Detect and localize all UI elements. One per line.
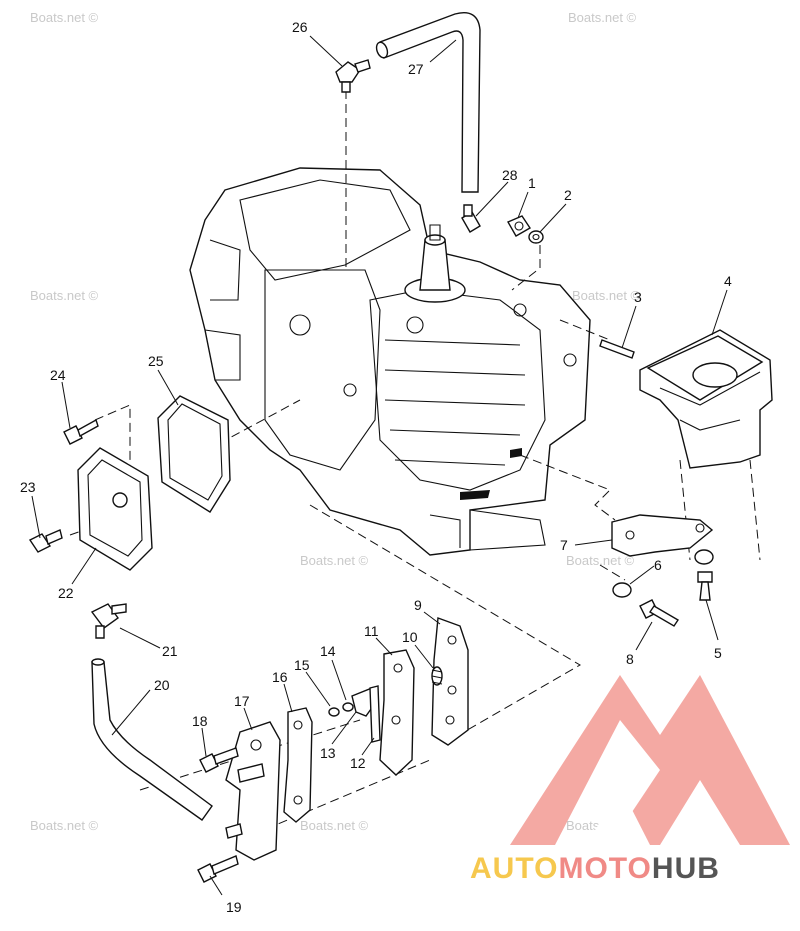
part-15-screw <box>328 707 340 717</box>
callout-24: 24 <box>50 367 66 383</box>
part-19-screw <box>197 855 239 883</box>
part-12-pin <box>369 685 381 743</box>
part-5-bolt <box>697 571 713 601</box>
part-26-elbow-fitting <box>335 59 371 93</box>
part-10-spring <box>431 666 443 686</box>
watermark: Boats.net © <box>30 288 99 303</box>
part-22-cover-plate <box>77 447 153 571</box>
part-20-hose <box>91 658 213 821</box>
part-16-plate <box>283 707 313 823</box>
callout-22: 22 <box>58 585 74 601</box>
callout-8: 8 <box>626 651 634 667</box>
part-25-gasket <box>157 395 231 513</box>
automotohub-logo-mark <box>510 675 790 845</box>
callout-leaders <box>31 35 728 896</box>
callout-16: 16 <box>272 669 288 685</box>
part-2-washer <box>528 230 544 244</box>
part-23-fitting <box>28 529 63 553</box>
callout-4: 4 <box>724 273 732 289</box>
callout-10: 10 <box>402 629 418 645</box>
callout-11: 11 <box>364 623 379 639</box>
part-14-washer <box>342 702 354 712</box>
part-24-bolt <box>63 418 99 445</box>
callout-20: 20 <box>154 677 170 693</box>
part-7-mounting-plate <box>611 514 714 557</box>
logo-text-auto: AUTO <box>470 852 558 885</box>
callout-5: 5 <box>714 645 722 661</box>
callout-9: 9 <box>414 597 422 613</box>
callout-6: 6 <box>654 557 662 573</box>
callout-14: 14 <box>320 643 336 659</box>
part-27-hose <box>375 12 481 193</box>
part-6-washer <box>612 549 714 598</box>
watermark: Boats.net © <box>566 553 635 568</box>
callout-7: 7 <box>560 537 568 553</box>
callout-2: 2 <box>564 187 572 203</box>
callout-13: 13 <box>320 745 336 761</box>
callout-1: 1 <box>528 175 536 191</box>
callout-23: 23 <box>20 479 36 495</box>
callout-labels: 1 2 3 4 5 6 7 8 9 10 11 12 13 14 15 16 1… <box>20 19 732 915</box>
svg-text:AUTOMOTOHUB: AUTOMOTOHUB <box>470 852 720 885</box>
callout-3: 3 <box>634 289 642 305</box>
callout-21: 21 <box>162 643 178 659</box>
part-4-bracket-housing <box>639 329 773 469</box>
callout-18: 18 <box>192 713 208 729</box>
watermark: Boats.net © <box>300 818 369 833</box>
part-18-screw <box>199 747 239 773</box>
watermark: Boats.net © <box>30 818 99 833</box>
logo-text-moto: MOTO <box>558 852 651 885</box>
watermark: Boats.net © <box>568 10 637 25</box>
part-28-fitting <box>461 204 481 233</box>
part-11-plate <box>379 649 415 776</box>
callout-26: 26 <box>292 19 308 35</box>
watermark: Boats.net © <box>300 553 369 568</box>
part-8-bolt <box>639 599 679 627</box>
callout-25: 25 <box>148 353 164 369</box>
part-3-stud <box>599 339 635 359</box>
automotohub-logo: AUTOMOTOHUB <box>470 852 720 885</box>
part-17-plate <box>225 721 281 861</box>
part-21-elbow-fitting <box>90 603 127 639</box>
callout-17: 17 <box>234 693 250 709</box>
watermark: Boats.net © <box>572 288 641 303</box>
watermark: Boats.net © <box>30 10 99 25</box>
callout-12: 12 <box>350 755 366 771</box>
callout-19: 19 <box>226 899 242 915</box>
logo-text-hub: HUB <box>652 852 720 885</box>
part-1-nut <box>507 215 531 237</box>
engine-block <box>189 167 591 556</box>
callout-28: 28 <box>502 167 518 183</box>
callout-15: 15 <box>294 657 310 673</box>
callout-27: 27 <box>408 61 424 77</box>
